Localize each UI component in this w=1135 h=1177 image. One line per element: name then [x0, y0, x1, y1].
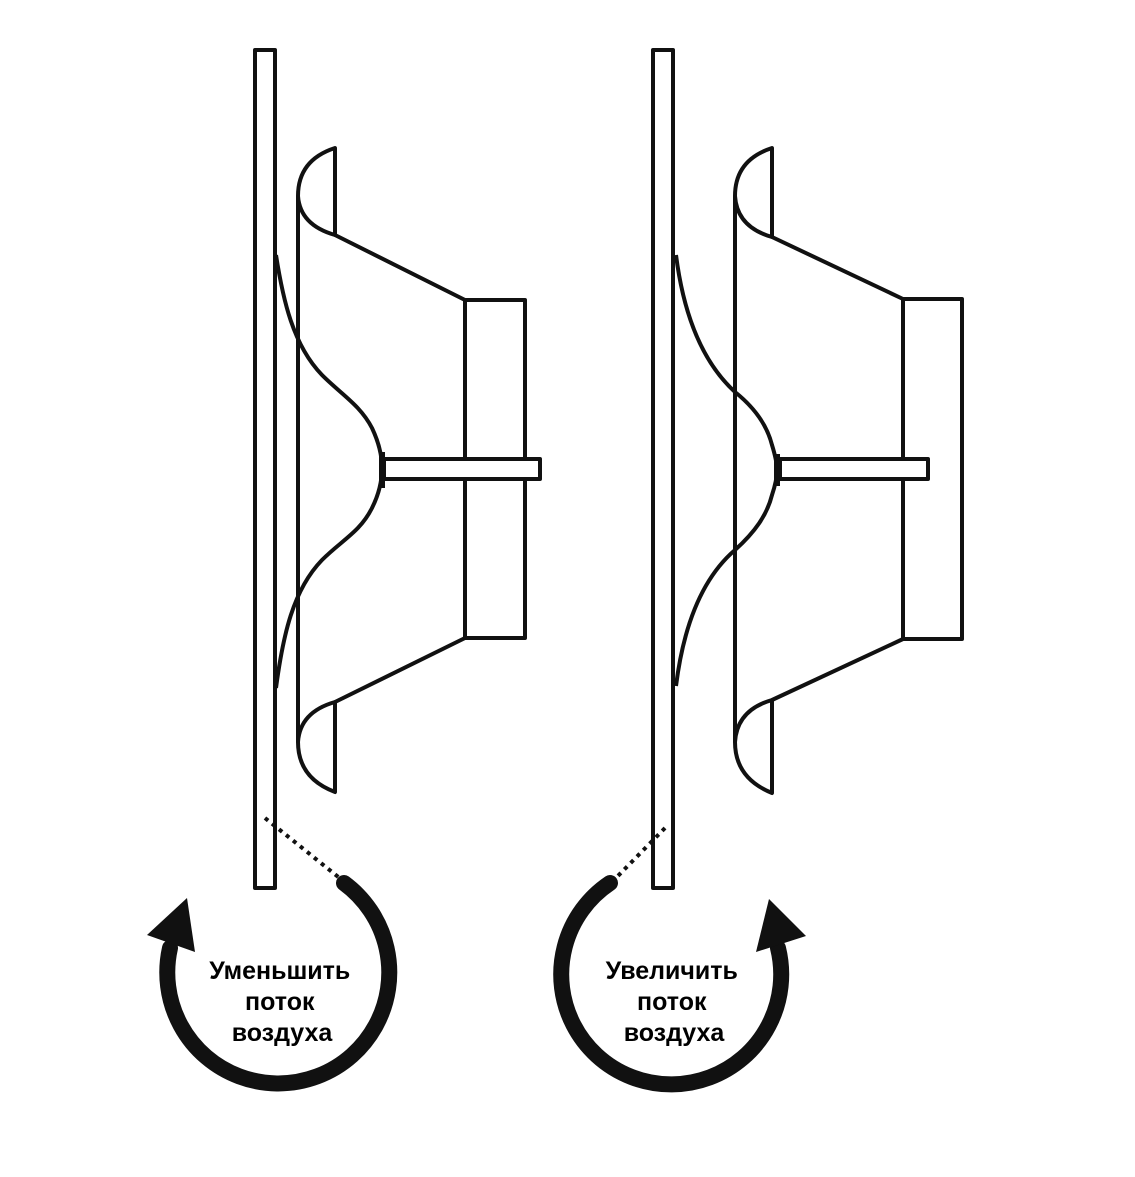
left-housing-bottom-slope [334, 636, 466, 704]
left-caption: Уменьшить поток воздуха [209, 957, 354, 1047]
left-panel [253, 48, 542, 890]
right-arrow-head [756, 899, 806, 952]
left-rotation-arrow [147, 875, 398, 1092]
left-valve-disc [274, 254, 384, 689]
right-caption: Увеличить поток воздуха [606, 957, 743, 1047]
right-bottom-flange [733, 698, 774, 795]
right-rotation-arrow [553, 875, 806, 1093]
left-top-flange [296, 146, 337, 237]
right-top-flange [733, 146, 774, 239]
right-spindle [778, 457, 930, 481]
right-housing-top-slope [771, 235, 904, 301]
left-leader-dotted-line [263, 816, 344, 882]
left-arrow-head [147, 898, 195, 952]
right-arrow-arc [553, 875, 790, 1093]
right-valve-disc [674, 254, 779, 687]
left-bottom-flange [296, 700, 337, 794]
left-housing-top-slope [334, 233, 466, 302]
right-leader-dotted-line [610, 826, 667, 884]
right-housing-bottom-slope [771, 637, 904, 702]
left-arrow-arc [159, 875, 398, 1092]
right-panel [610, 48, 964, 890]
left-wall-plate [253, 48, 277, 890]
right-wall-plate [651, 48, 675, 890]
left-spindle [382, 457, 542, 481]
